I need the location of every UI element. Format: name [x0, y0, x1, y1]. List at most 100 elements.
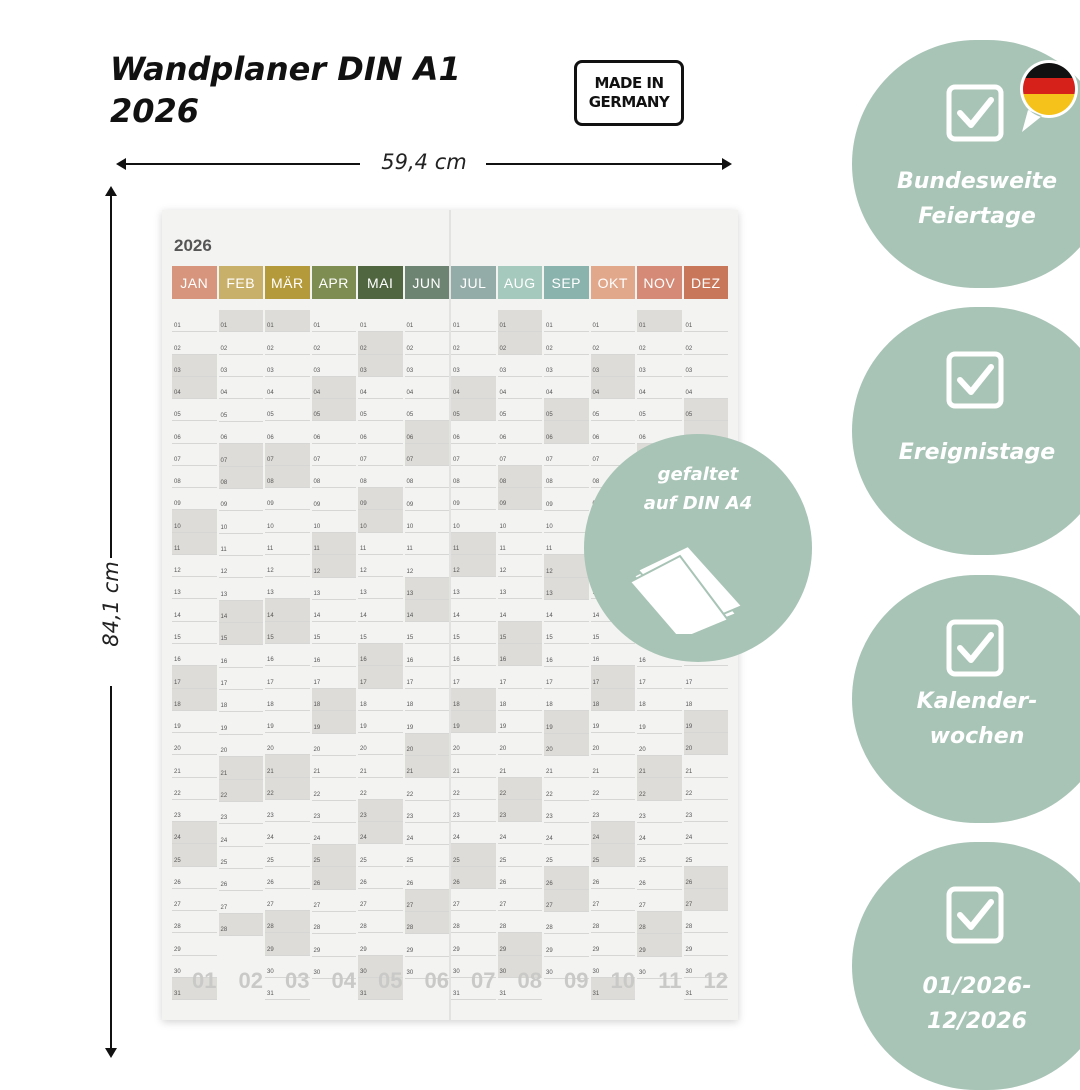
day-number: 30	[267, 968, 274, 975]
day-cell: 29	[683, 933, 728, 956]
day-cell: 27	[544, 889, 589, 913]
day-number: 22	[499, 790, 507, 797]
day-number: 27	[220, 904, 228, 911]
day-cell: 16	[590, 644, 635, 667]
day-cell: 25	[358, 844, 403, 867]
day-cell: 17	[358, 666, 403, 689]
day-cell: 19	[637, 711, 682, 734]
day-cell: 09	[497, 488, 542, 511]
day-number: 24	[592, 835, 600, 842]
day-cell: 20	[172, 733, 217, 756]
day-cell: 23	[497, 799, 542, 823]
day-cell: 02	[683, 332, 728, 355]
day-number: 09	[499, 501, 507, 508]
feature-label-line: wochen	[929, 724, 1025, 749]
day-cell: 19	[265, 711, 310, 734]
day-cell: 02	[637, 332, 682, 355]
month-number: 06	[424, 968, 449, 993]
month-header-okt: OKT	[590, 266, 635, 299]
day-cell: 23	[451, 800, 496, 823]
day-cell: 07	[590, 444, 635, 466]
day-cell: 25	[451, 844, 496, 867]
height-dimension: 84,1 cm	[96, 186, 126, 1058]
day-number: 21	[453, 768, 460, 775]
day-cell: 27	[358, 889, 403, 912]
day-cell: 29	[358, 933, 403, 956]
day-cell: 04	[451, 376, 496, 400]
day-number: 04	[360, 390, 367, 397]
day-number: 28	[220, 927, 228, 934]
day-number: 24	[546, 836, 553, 843]
day-cell: 04	[218, 377, 263, 400]
day-cell: 26	[451, 866, 496, 889]
day-number: 31	[174, 991, 181, 998]
day-number: 06	[174, 434, 181, 441]
day-number: 29	[499, 946, 507, 953]
feature-label-calendar-weeks: Kalender-wochen	[852, 684, 1080, 754]
day-cell: 02	[497, 332, 542, 355]
day-cell: 30	[451, 956, 496, 978]
day-cell: 06	[497, 421, 542, 444]
day-number: 29	[639, 947, 646, 954]
day-number: 20	[220, 748, 228, 755]
day-number: 15	[499, 634, 507, 641]
day-number: 17	[406, 680, 414, 687]
day-cell: 04	[590, 376, 635, 400]
day-cell: 05	[311, 399, 356, 422]
day-number: 17	[313, 680, 321, 687]
day-number: 21	[685, 768, 693, 775]
day-cell: 15	[497, 621, 542, 644]
day-number: 25	[546, 858, 553, 865]
day-cell: 24	[544, 823, 589, 846]
day-cell: 02	[544, 332, 589, 355]
day-number: 24	[360, 835, 367, 842]
day-cell: 01	[451, 310, 496, 333]
day-cell: 03	[590, 354, 635, 377]
day-number: 23	[546, 813, 553, 820]
day-number: 10	[313, 523, 321, 530]
day-number: 14	[546, 613, 553, 620]
day-cell: 03	[683, 355, 728, 377]
day-cell: 20	[590, 733, 635, 756]
day-number: 21	[267, 768, 274, 775]
day-number: 05	[174, 412, 181, 419]
day-cell: 03	[265, 355, 310, 377]
day-number: 19	[360, 724, 367, 731]
day-number: 26	[499, 879, 507, 886]
feature-label-event-days: Ereignistage	[852, 435, 1080, 470]
day-cell: 06	[172, 421, 217, 444]
day-cell: 07	[265, 443, 310, 466]
day-number: 15	[406, 635, 414, 642]
height-label: 84,1 cm	[99, 561, 123, 647]
day-cell: 29	[451, 933, 496, 956]
day-cell: 22	[637, 778, 682, 801]
day-number: 30	[313, 969, 321, 976]
month-number: 11	[658, 968, 682, 993]
day-number: 24	[267, 835, 274, 842]
day-cell: 18	[683, 689, 728, 711]
day-number: 14	[220, 614, 228, 621]
day-cell: 08	[358, 466, 403, 489]
day-cell: 23	[637, 801, 682, 823]
day-cell: 05	[172, 399, 217, 422]
day-cell: 24	[683, 822, 728, 845]
day-number: 22	[639, 791, 646, 798]
day-number: 23	[592, 813, 600, 820]
day-number: 02	[499, 345, 507, 352]
day-number: 02	[546, 345, 553, 352]
day-cell: 03	[497, 355, 542, 377]
day-number: 21	[220, 770, 228, 777]
product-title: Wandplaner DIN A1 2026	[110, 48, 461, 132]
day-cell: 27	[683, 888, 728, 912]
day-number: 21	[360, 768, 367, 775]
day-number: 11	[220, 546, 227, 553]
day-number: 04	[174, 390, 181, 397]
day-number: 02	[360, 345, 367, 352]
day-cell: 27	[590, 889, 635, 912]
day-cell: 15	[218, 623, 263, 646]
day-cell: 27	[637, 890, 682, 913]
day-cell: 31	[451, 978, 496, 1001]
day-cell: 24	[637, 823, 682, 846]
